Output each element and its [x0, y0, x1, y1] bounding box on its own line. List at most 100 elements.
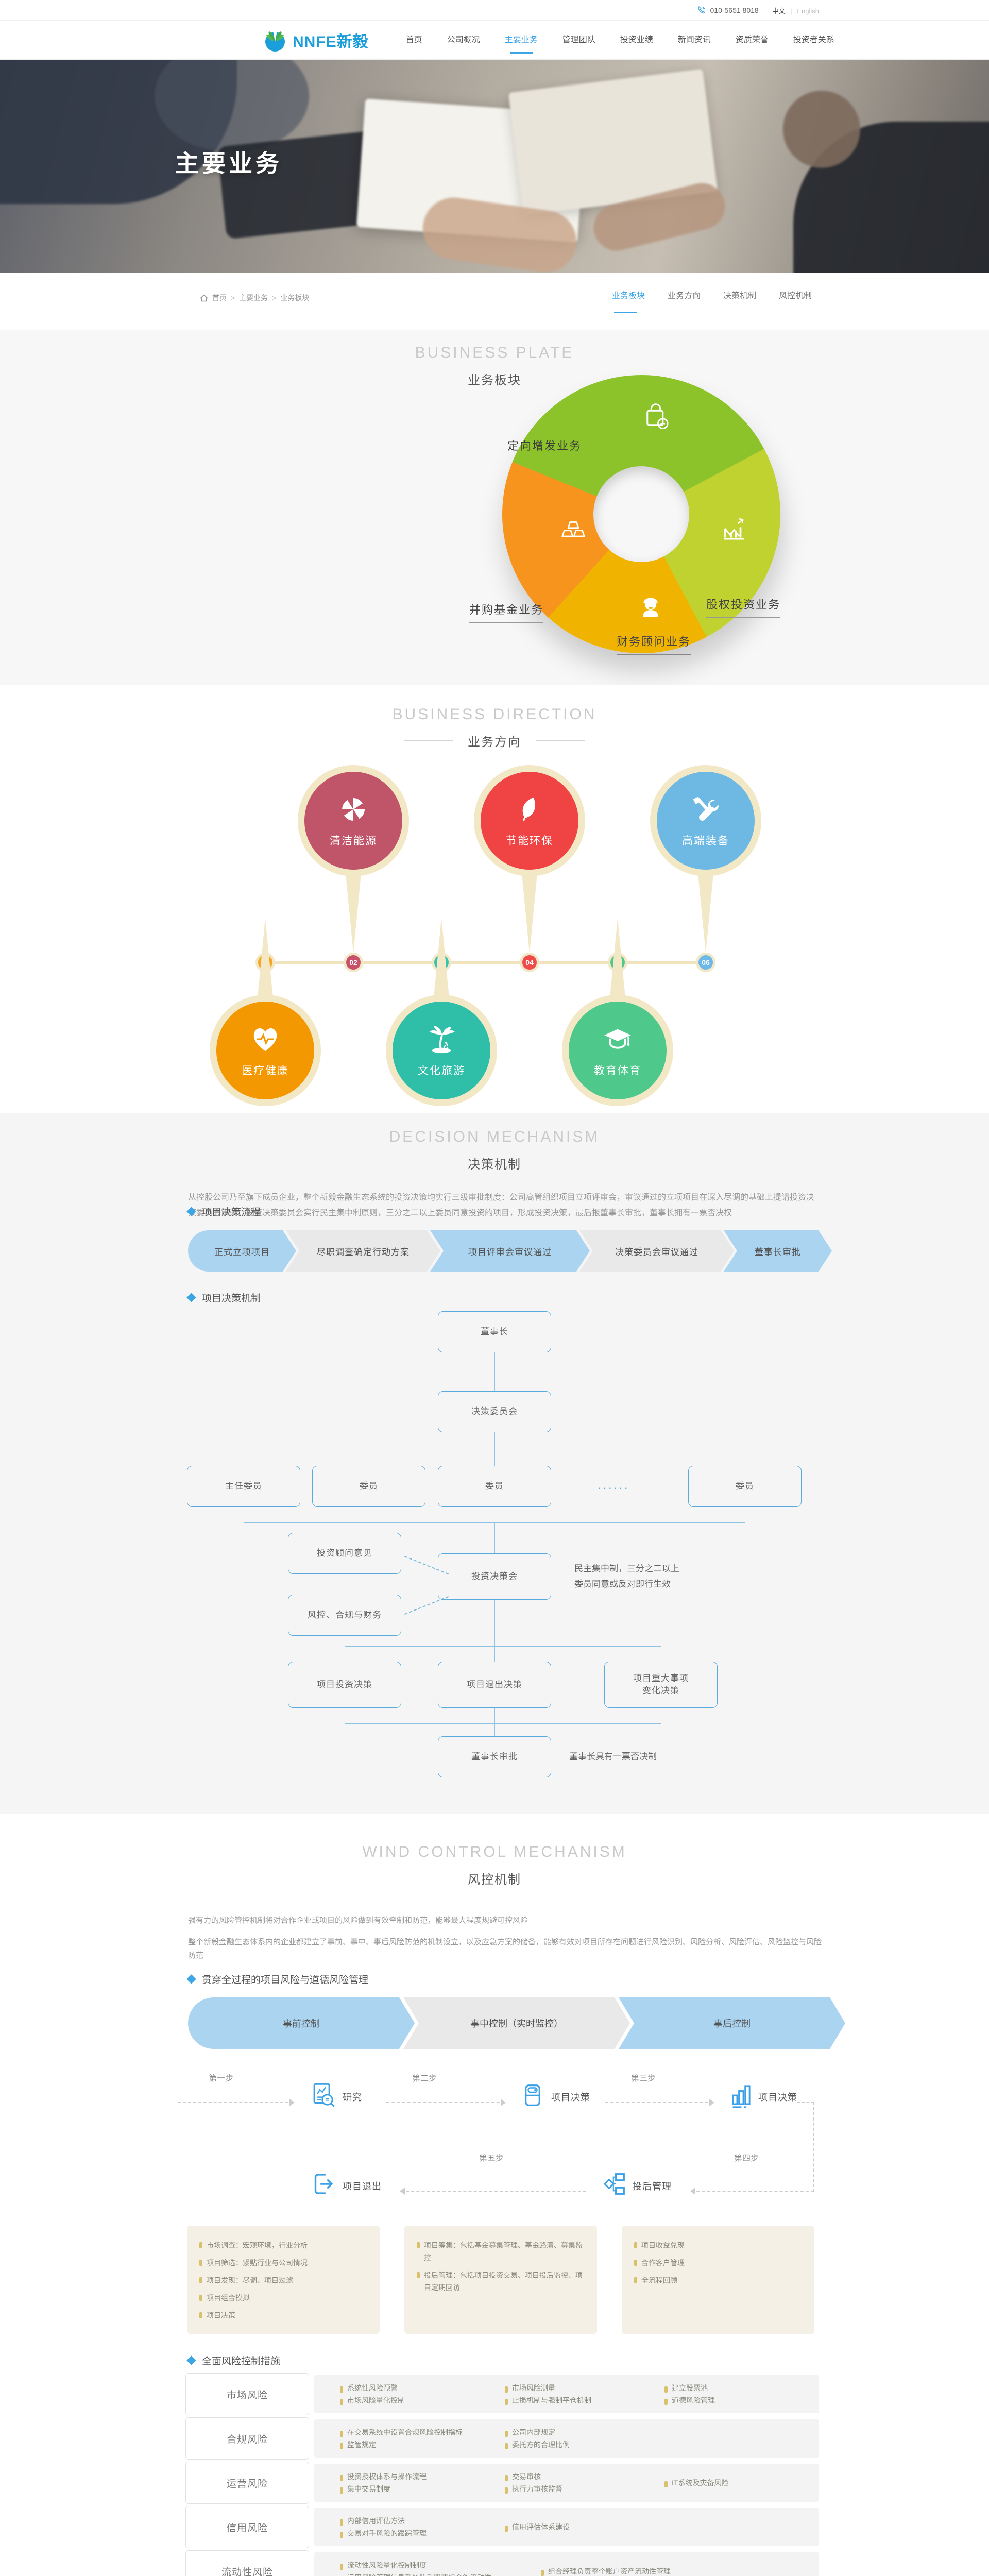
lang-en[interactable]: English — [797, 7, 819, 15]
breadcrumb-section[interactable]: 主要业务 — [239, 294, 268, 302]
business-plate-diagram: 定向增发业务 股权投资业务 财务顾问业务 并购基金业务 — [469, 357, 798, 671]
section-wind-control: WIND CONTROL MECHANISM 风控机制 强有力的风险管控机制将对… — [0, 1814, 989, 2576]
diamond-icon — [186, 2355, 196, 2365]
risk-panel — [314, 2508, 819, 2546]
risk-name: 市场风险 — [185, 2373, 309, 2415]
bullet-icon — [634, 2277, 637, 2283]
section-decision-mechanism: DECISION MECHANISM 决策机制 从控股公司乃至旗下成员企业，整个… — [0, 1113, 989, 1814]
site-header: NNFE新毅 首页 公司概况 主要业务 管理团队 投资业绩 新闻资讯 资质荣誉 … — [0, 21, 989, 60]
arrowhead-icon — [501, 2099, 506, 2106]
risk-item: 投资授权体系与操作流程 — [347, 2472, 427, 2481]
home-icon — [200, 294, 208, 302]
tab-business-plate[interactable]: 业务板块 — [612, 289, 645, 313]
org-box-committee: 决策委员会 — [438, 1391, 551, 1432]
nav-item-company[interactable]: 公司概况 — [447, 36, 480, 44]
step-caption-research: 研究 — [343, 2092, 362, 2103]
wind-measures-label: 全面风险控制措施 — [186, 2353, 280, 2367]
card-item: 项目收益兑现 — [641, 2241, 685, 2249]
org-box-member: 委员 — [438, 1466, 551, 1507]
section-business-plate: BUSINESS PLATE 业务板块 定向增发业务 股权投资业务 财务顾问业务… — [0, 330, 989, 685]
bullet-icon — [505, 2475, 508, 2481]
tab-decision-mechanism[interactable]: 决策机制 — [723, 292, 757, 300]
phone-number-wrap: 010-5651 8018 — [697, 6, 759, 15]
decision-flow-steps: 正式立项项目 尽职调查确定行动方案 项目评审会审议通过 决策委员会审议通过 董事… — [188, 1230, 832, 1272]
tab-wind-control[interactable]: 风控机制 — [779, 292, 812, 300]
nav-item-home[interactable]: 首页 — [405, 36, 422, 44]
bar-chart-icon — [725, 2080, 755, 2110]
wind-process-label: 贯穿全过程的项目风险与道德风险管理 — [186, 1972, 368, 1986]
card-post-investment: 项目收益兑现 合作客户管理 全流程回顾 — [622, 2226, 814, 2334]
pin-tail — [257, 918, 274, 1008]
palm-tree-icon — [425, 1023, 457, 1055]
logo[interactable]: NNFE新毅 — [263, 28, 369, 53]
pin-tail — [345, 863, 362, 953]
major-change-line2: 变化决策 — [642, 1686, 679, 1696]
risk-name: 合规风险 — [185, 2417, 309, 2460]
direction-pin-education-sports: 教育体育 — [562, 918, 673, 1106]
bullet-icon — [505, 2386, 508, 2393]
direction-timeline: 01 02 03 04 05 06 — [255, 953, 715, 972]
advisor-person-icon — [635, 591, 666, 622]
step-label-2: 第二步 — [412, 2074, 437, 2083]
bullet-icon — [417, 2242, 420, 2248]
gold-bars-icon — [558, 513, 589, 544]
graduation-cap-icon — [602, 1023, 634, 1055]
risk-name: 运营风险 — [185, 2462, 309, 2504]
bullet-icon — [340, 2386, 343, 2393]
step-caption-decision: 项目决策 — [551, 2092, 590, 2103]
lang-zh[interactable]: 中文 — [772, 7, 786, 15]
arrowhead-icon — [690, 2188, 695, 2195]
diamond-icon — [186, 1293, 196, 1302]
flow-step: 正式立项项目 — [188, 1230, 296, 1272]
approval-note: 董事长具有一票否决制 — [569, 1752, 657, 1761]
logo-icon — [263, 28, 287, 53]
risk-item: 道德风险管理 — [672, 2396, 715, 2404]
project-exit-icon — [308, 2169, 338, 2199]
dashed-arrow-left — [690, 2188, 814, 2195]
risk-item: 内部信用评估方法 — [347, 2517, 405, 2525]
growth-chart-icon — [719, 513, 749, 544]
connector — [345, 1723, 661, 1724]
breadcrumb-sep: > — [231, 294, 235, 302]
nav-item-business[interactable]: 主要业务 — [492, 21, 550, 60]
bullet-icon — [340, 2443, 343, 2449]
card-item: 合作客户管理 — [641, 2259, 685, 2267]
connector — [494, 1352, 495, 1391]
decision-org-chart: 董事长 决策委员会 主任委员 委员 委员 ······ 委员 投资顾问意见 风控… — [170, 1311, 819, 1806]
card-item: 项目发现：尽调、项目过滤 — [207, 2276, 293, 2284]
org-box-member: 委员 — [688, 1466, 802, 1507]
tab-business-direction[interactable]: 业务方向 — [668, 292, 701, 300]
main-nav: 首页 公司概况 主要业务 管理团队 投资业绩 新闻资讯 资质荣誉 投资者关系 — [394, 21, 847, 60]
nav-item-performance[interactable]: 投资业绩 — [620, 36, 653, 44]
step-label-1: 第一步 — [209, 2074, 234, 2083]
bullet-icon — [634, 2260, 637, 2266]
pinwheel-icon — [337, 793, 369, 825]
risk-item: 监管规定 — [347, 2441, 376, 2449]
lang-separator: | — [790, 7, 792, 15]
dashed-arrow-right — [605, 2099, 714, 2106]
risk-item: 委托方的合理比例 — [512, 2441, 570, 2449]
section-title-cn: 风控机制 — [468, 1873, 521, 1887]
pin-tail — [521, 863, 538, 953]
step-label-5: 第五步 — [479, 2154, 504, 2163]
heart-ecg-icon — [249, 1023, 281, 1055]
org-box-exit-decision: 项目退出决策 — [438, 1662, 551, 1708]
nav-item-news[interactable]: 新闻资讯 — [677, 36, 711, 44]
card-item: 项目筛选：紧贴行业与公司情况 — [207, 2259, 308, 2267]
breadcrumb-home[interactable]: 首页 — [212, 294, 227, 302]
nav-item-investor[interactable]: 投资者关系 — [793, 36, 834, 44]
risk-row-compliance: 合规风险 在交易系统中设置合规风险控制指标 监管规定 公司内部规定 委托方的合理… — [170, 2417, 819, 2460]
plate-label-right: 股权投资业务 — [706, 596, 781, 618]
pin-tail — [609, 918, 626, 1008]
arrowhead-icon — [289, 2099, 295, 2106]
risk-name: 信用风险 — [185, 2506, 309, 2548]
bullet-icon — [340, 2431, 343, 2437]
bullet-icon — [505, 2487, 508, 2494]
bullet-icon — [199, 2277, 202, 2283]
decision-intro-text: 从控股公司乃至旗下成员企业，整个新毅金融生态系统的投资决策均实行三级审批制度：公… — [188, 1193, 815, 1217]
timeline-dot-06: 06 — [696, 953, 715, 972]
pin-label: 节能环保 — [506, 835, 553, 847]
nav-item-team[interactable]: 管理团队 — [562, 36, 595, 44]
section-title-en: WIND CONTROL MECHANISM — [362, 1843, 627, 1860]
nav-item-honors[interactable]: 资质荣誉 — [735, 36, 769, 44]
